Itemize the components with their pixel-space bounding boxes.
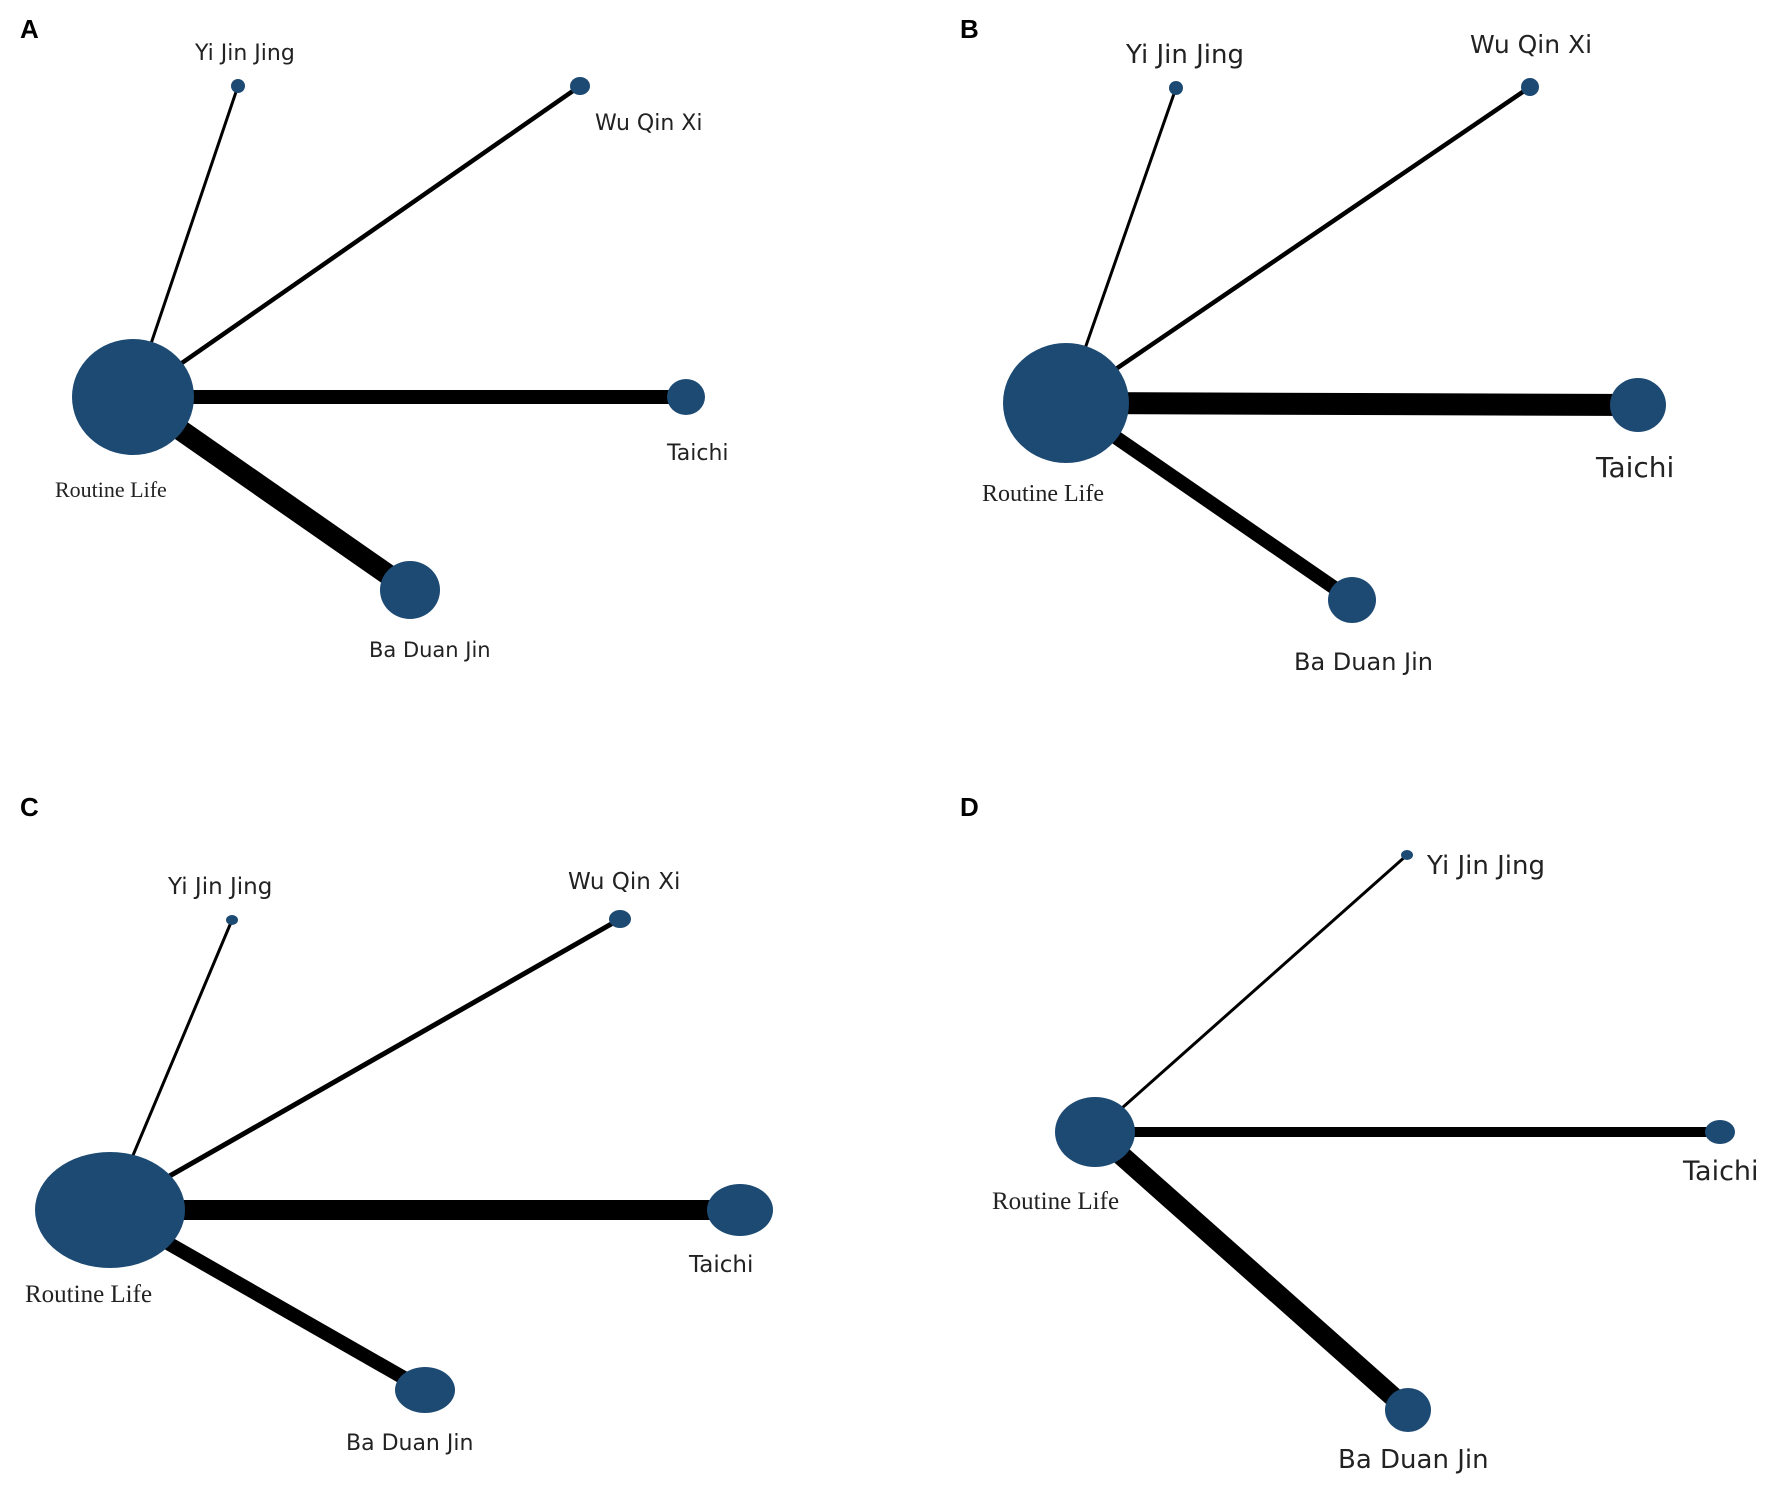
panel-letter: C (20, 792, 39, 822)
panel-c: C Routine Life Yi Jin Jing Wu Qin Xi TaichiB… (20, 792, 773, 1456)
node-taichi (707, 1184, 773, 1236)
node-label-bdj: Ba Duan Jin (1338, 1445, 1489, 1475)
node-routine (1003, 343, 1129, 463)
edge-routine-wqx (108, 916, 622, 1213)
edge-routine-wqx (131, 84, 582, 399)
node-routine (35, 1152, 185, 1268)
node-label-taichi: Taichi (666, 441, 729, 466)
edge-routine-yjj (1094, 853, 1408, 1134)
node-label-routine: Routine Life (25, 1281, 152, 1308)
node-bdj (395, 1367, 455, 1413)
node-yjj (1401, 850, 1413, 860)
node-bdj (1328, 577, 1376, 623)
node-taichi (667, 379, 705, 415)
node-label-wqx: Wu Qin Xi (568, 869, 680, 895)
node-label-bdj: Ba Duan Jin (1294, 648, 1433, 676)
node-yjj (1169, 81, 1183, 95)
node-label-bdj: Ba Duan Jin (346, 1431, 473, 1456)
node-label-taichi: Taichi (688, 1252, 753, 1278)
node-wqx (570, 77, 590, 95)
node-routine (72, 339, 194, 455)
node-bdj (380, 561, 440, 619)
edge-routine-taichi (1065, 392, 1639, 416)
node-label-routine: Routine Life (992, 1188, 1119, 1215)
edge-routine-bdj (1088, 1124, 1415, 1418)
node-taichi (1705, 1120, 1735, 1144)
node-label-taichi: Taichi (1595, 451, 1674, 484)
panel-letter: B (960, 14, 979, 44)
node-yjj (226, 915, 238, 925)
node-label-routine: Routine Life (55, 477, 167, 502)
node-label-routine: Routine Life (982, 481, 1104, 507)
node-label-yjj: Yi Jin Jing (194, 41, 295, 66)
node-label-yjj: Yi Jin Jing (1426, 851, 1545, 881)
node-bdj (1385, 1388, 1431, 1432)
panel-b: B Routine Life Yi Jin Jing Wu Qin Xi TaichiB… (960, 14, 1674, 676)
node-label-yjj: Yi Jin Jing (1125, 40, 1244, 70)
node-label-yjj: Yi Jin Jing (167, 874, 272, 900)
node-yjj (231, 79, 245, 93)
node-wqx (1521, 78, 1539, 96)
node-label-taichi: Taichi (1682, 1156, 1759, 1187)
panel-letter: D (960, 792, 979, 822)
panel-a: A Routine Life Yi Jin Jing Wu Qin Xi TaichiB… (20, 14, 729, 662)
node-label-wqx: Wu Qin Xi (1470, 30, 1592, 59)
node-label-bdj: Ba Duan Jin (369, 638, 491, 662)
node-label-wqx: Wu Qin Xi (595, 111, 702, 136)
panel-letter: A (20, 14, 39, 44)
node-routine (1055, 1097, 1135, 1167)
node-taichi (1610, 378, 1666, 432)
edge-routine-wqx (1064, 85, 1532, 405)
node-wqx (609, 910, 631, 928)
